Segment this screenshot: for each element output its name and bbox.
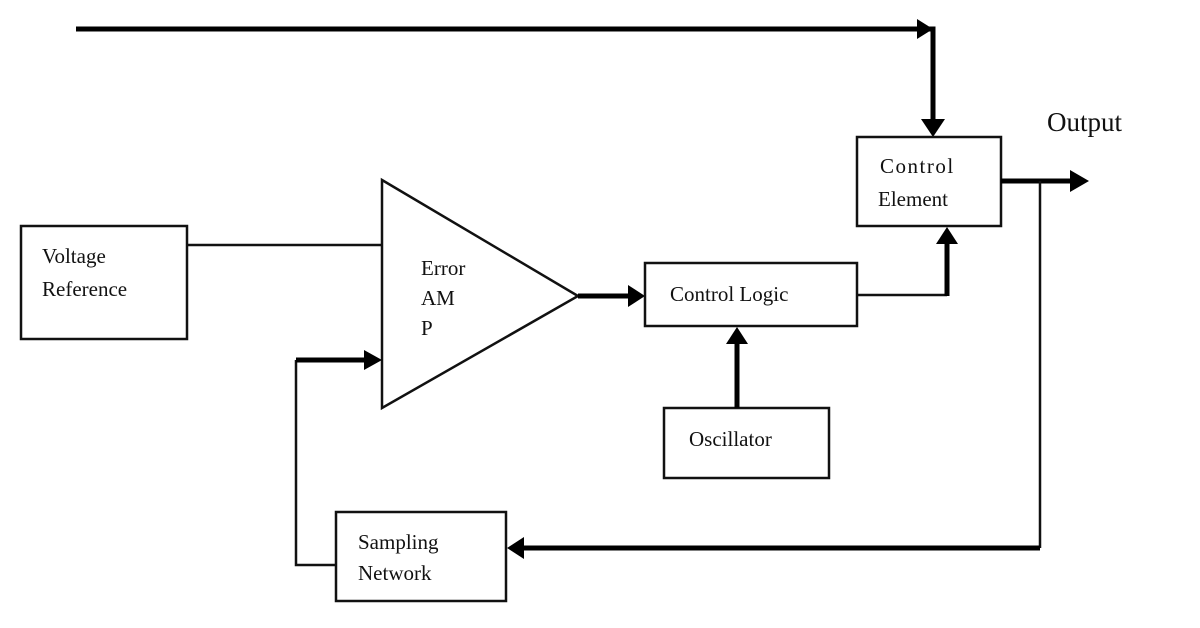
error-amp-triangle [380,177,581,411]
oscillator-label: Oscillator [689,427,772,451]
sampling-network-block[interactable]: Sampling Network [334,510,508,603]
sampling-feedback-line [294,360,336,567]
input-line [76,26,936,125]
control-element-box [855,135,1003,228]
error-amp-label-line3: P [421,316,433,340]
arrow-up-icon [726,327,748,344]
feedback-connector [507,181,1042,559]
error-amp-label-line1: Error [421,256,465,280]
oscillator-box [662,406,831,480]
control-element-block[interactable]: Control Element [855,135,1003,228]
arrow-right-icon [628,285,645,307]
sampling-network-label-line1: Sampling [358,530,439,554]
control-element-label-line2: Element [878,187,948,211]
control-logic-block[interactable]: Control Logic [643,261,859,328]
arrow-right-icon [1070,170,1089,192]
voltage-reference-label-line1: Voltage [42,244,106,268]
input-connector [76,19,945,137]
sampling-network-box [334,510,508,603]
oscillator-block[interactable]: Oscillator [662,406,831,480]
arrow-left-icon [507,537,524,559]
logic-to-element-connector [857,227,958,297]
arrow-down-icon [921,119,945,137]
control-element-label-line1: Control [880,154,955,178]
oscillator-to-logic-connector [726,327,748,408]
voltage-reference-block[interactable]: Voltage Reference [19,224,189,341]
arrow-up-icon [936,227,958,244]
amp-to-logic-connector [578,285,645,307]
voltage-reference-box [19,224,189,341]
error-amp-block[interactable]: Error AM P [380,177,581,411]
output-connector [1001,170,1089,192]
sampling-network-label-line2: Network [358,561,432,585]
sampling-to-amp-connector [294,350,382,567]
arrow-right-icon [917,19,933,39]
error-amp-label-line2: AM [421,286,455,310]
control-logic-label: Control Logic [670,282,788,306]
arrow-right-icon [364,350,382,370]
output-label: Output [1047,107,1123,137]
voltage-reference-label-line2: Reference [42,277,127,301]
